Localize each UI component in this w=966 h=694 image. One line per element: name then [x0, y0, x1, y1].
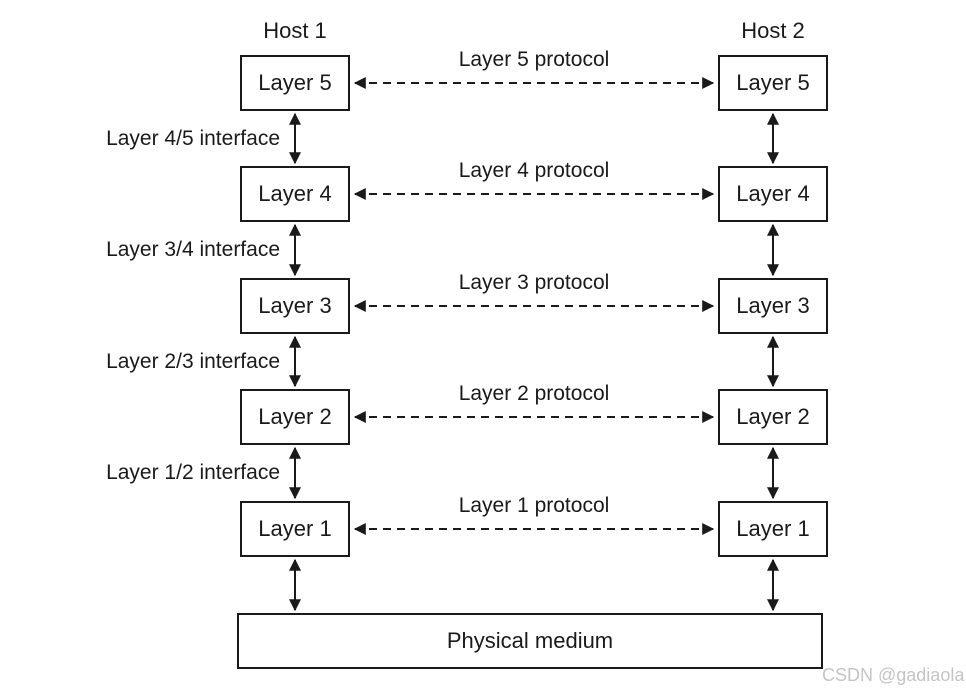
- watermark-text: CSDN @gadiaola: [822, 665, 965, 685]
- host2-layer2-box: Layer 2: [718, 389, 828, 445]
- host1-layer4-box: Layer 4: [240, 166, 350, 222]
- layer1-protocol-label: Layer 1 protocol: [458, 494, 610, 517]
- layer23-interface-label: Layer 2/3 interface: [106, 350, 280, 373]
- host1-title: Host 1: [263, 18, 327, 43]
- host1-layer2-box: Layer 2: [240, 389, 350, 445]
- layer34-interface-label: Layer 3/4 interface: [106, 238, 280, 261]
- layer4-protocol-label: Layer 4 protocol: [458, 159, 610, 182]
- host2-layer3-box: Layer 3: [718, 278, 828, 334]
- host2-layer1-box: Layer 1: [718, 501, 828, 557]
- physical-medium-box: Physical medium: [237, 613, 823, 669]
- host1-layer1-box: Layer 1: [240, 501, 350, 557]
- layer5-protocol-label: Layer 5 protocol: [458, 48, 610, 71]
- host2-layer5-box: Layer 5: [718, 55, 828, 111]
- layer3-protocol-label: Layer 3 protocol: [458, 271, 610, 294]
- host2-layer4-box: Layer 4: [718, 166, 828, 222]
- layer12-interface-label: Layer 1/2 interface: [106, 461, 280, 484]
- host1-layer3-box: Layer 3: [240, 278, 350, 334]
- layer45-interface-label: Layer 4/5 interface: [106, 127, 280, 150]
- host2-title: Host 2: [741, 18, 805, 43]
- host1-layer5-box: Layer 5: [240, 55, 350, 111]
- layer2-protocol-label: Layer 2 protocol: [458, 382, 610, 405]
